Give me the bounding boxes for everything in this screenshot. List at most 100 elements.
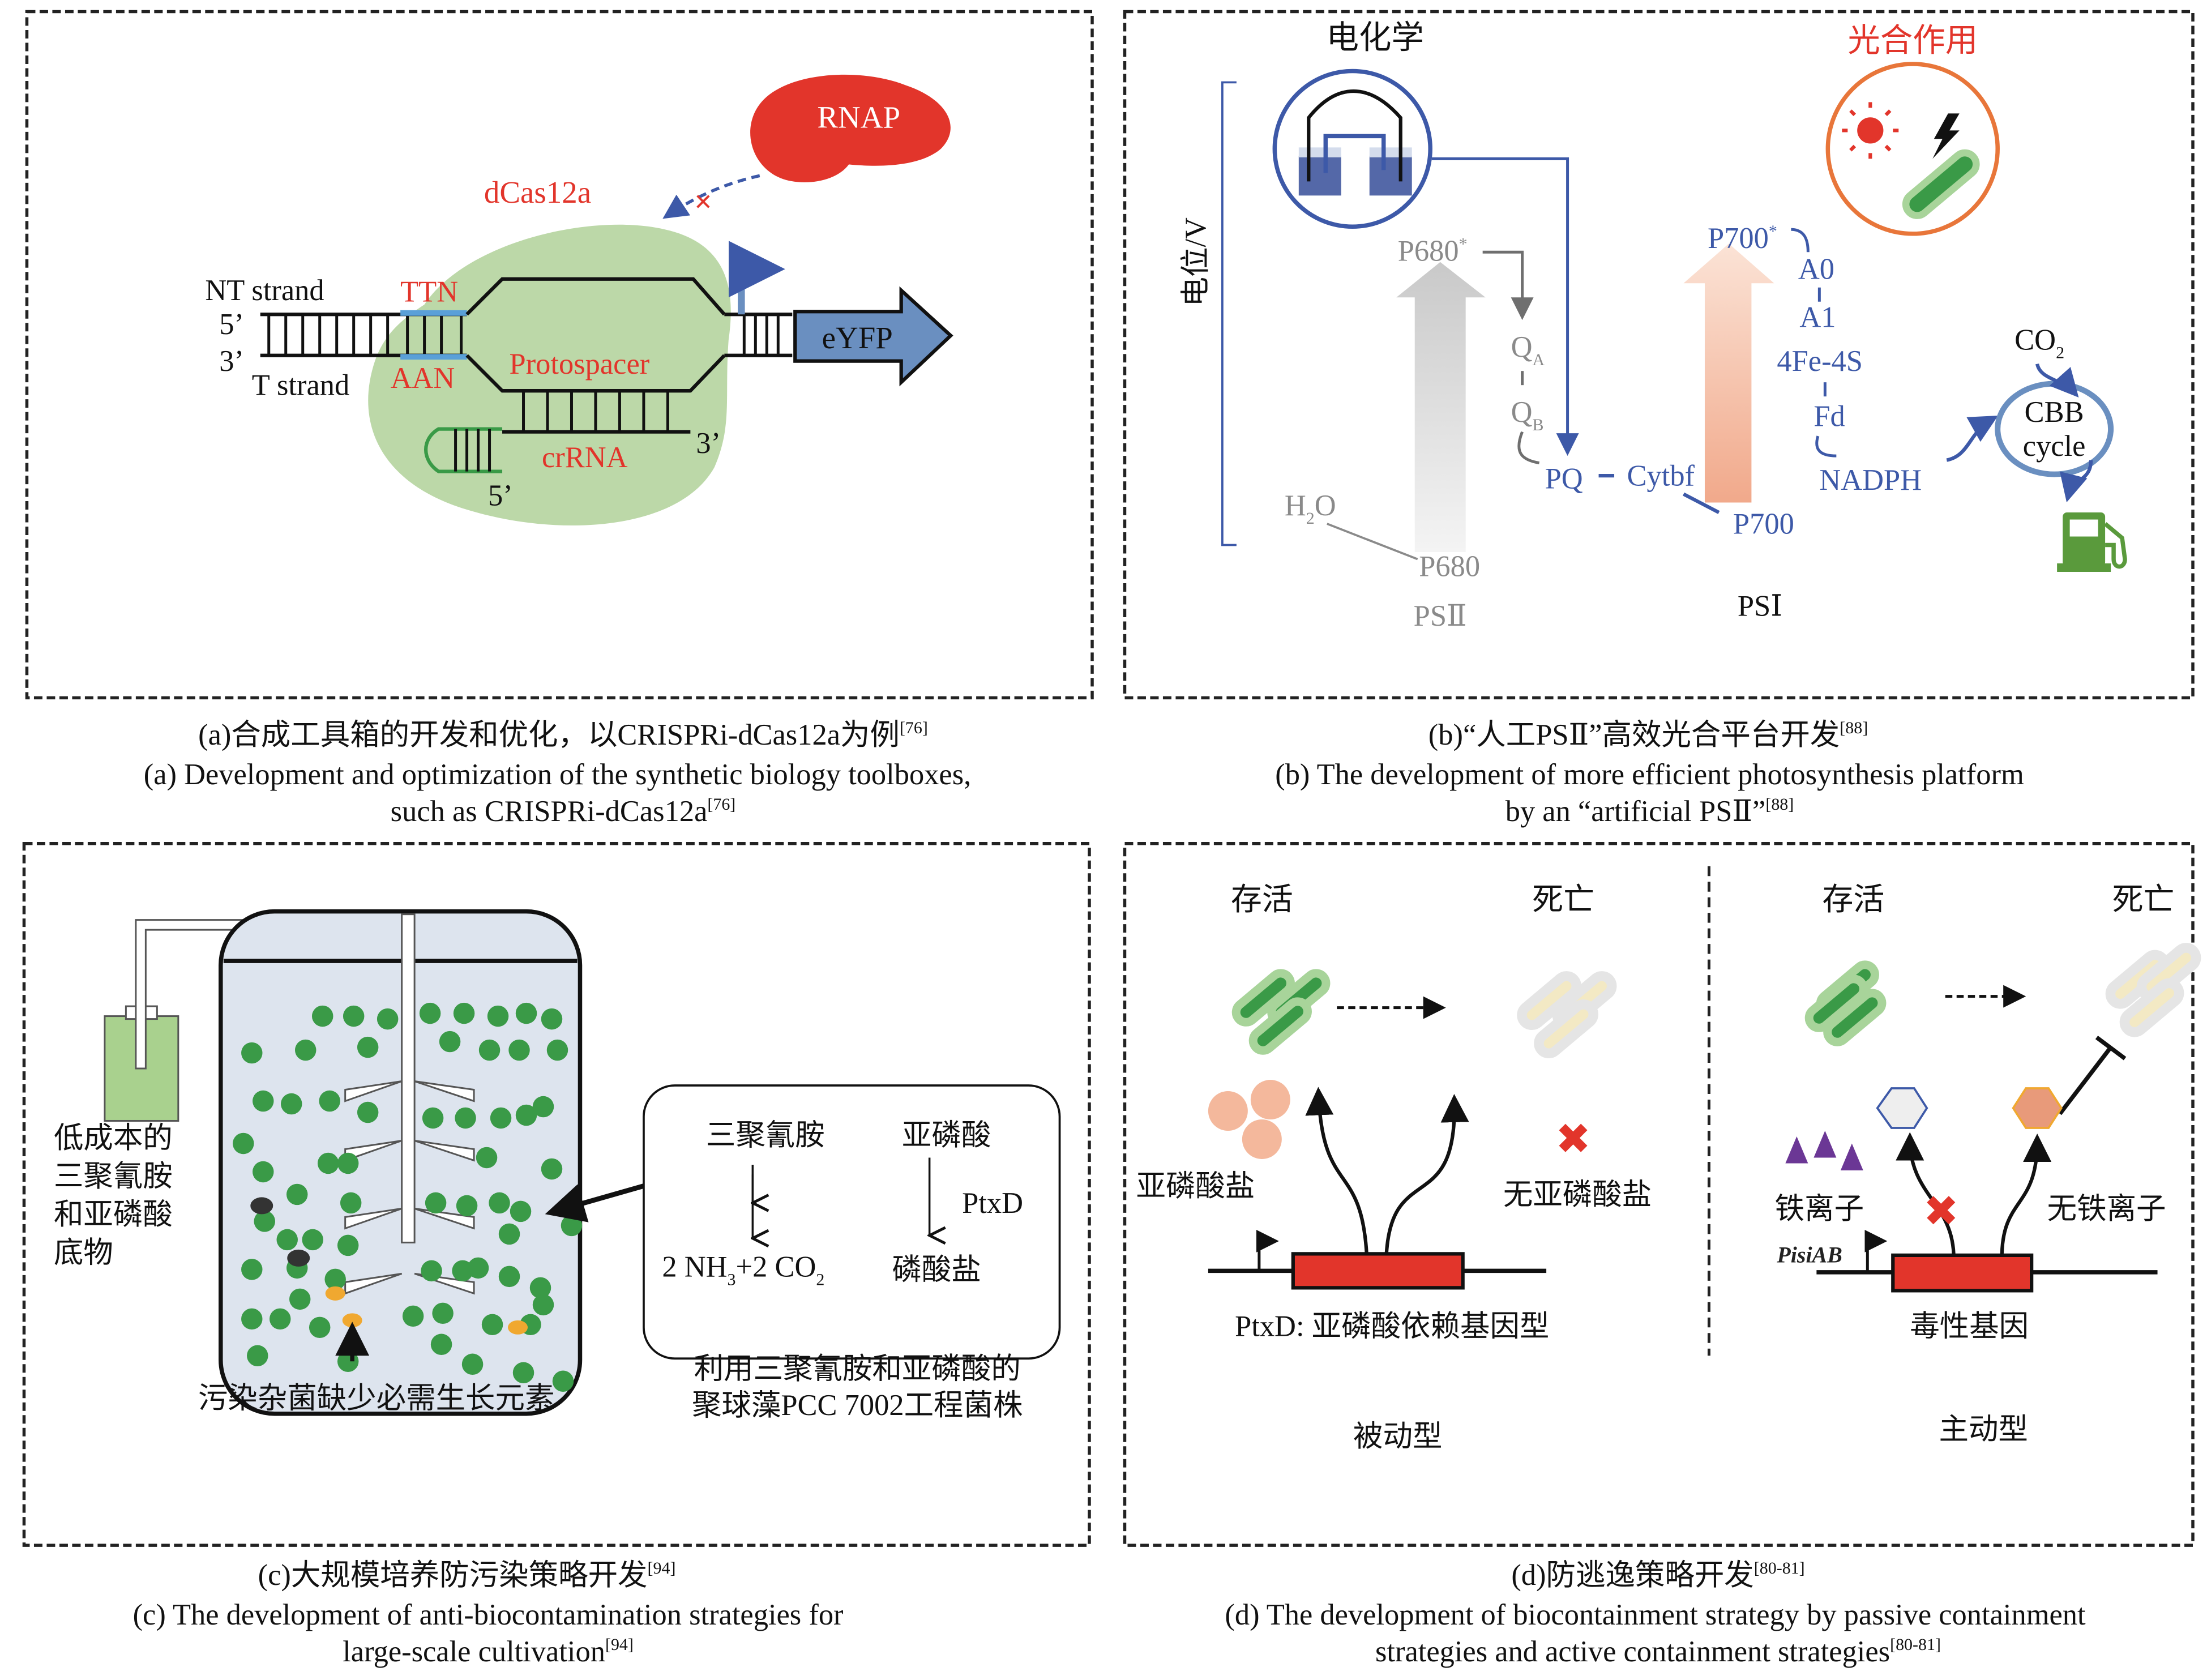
cyanobacterium-cell <box>421 1260 442 1282</box>
cyanobacterium-cell <box>302 1229 323 1251</box>
ps2-energy-arrow <box>1396 262 1486 553</box>
lightning-icon <box>1932 113 1960 159</box>
ptxd-gene-label: PtxD: 亚磷酸依赖基因型 <box>1235 1310 1549 1343</box>
ttn-label: TTN <box>400 276 458 309</box>
p700-label: P700 <box>1733 508 1794 541</box>
strain-label-1: 利用三聚氰胺和亚磷酸的 <box>694 1352 1021 1385</box>
cyanobacterium-cell <box>510 1200 532 1222</box>
cyanobacterium-cell <box>532 1096 554 1118</box>
caption-b-en-1: (b) The development of more efficient ph… <box>1275 758 2024 791</box>
panel-b: 电化学 光合作用 电位/V <box>1123 10 2195 700</box>
caption-b-en-2: by an “artificial PSⅡ”[88] <box>1505 795 1794 828</box>
cyanobacterium-cell <box>430 1333 452 1356</box>
caption-c: (c)大规模培养防污染策略开发[94] (c) The development … <box>133 1559 844 1668</box>
panel-d-border <box>1123 841 2195 1547</box>
living-cells-left <box>1231 969 1331 1055</box>
substrate-label-1: 低成本的 <box>54 1122 173 1155</box>
cyanobacterium-cell <box>337 1152 359 1174</box>
dead-cells-right <box>2105 943 2201 1037</box>
caption-b-zh: (b)“人工PSⅡ”高效光合平台开发[88] <box>1428 719 1868 751</box>
phosphite-molecules <box>1242 1119 1282 1159</box>
contaminant-cell <box>342 1313 362 1328</box>
caption-a-en-2: such as CRISPRi-dCas12a[76] <box>391 795 736 828</box>
no-phosphite-x-icon: ✖ <box>1555 1114 1591 1164</box>
phosphite-salt-label: 亚磷酸盐 <box>1136 1170 1255 1203</box>
crrna-three-prime: 3’ <box>696 427 721 460</box>
cyanobacteria-cells <box>233 1002 583 1392</box>
phosphate-label: 磷酸盐 <box>892 1253 981 1286</box>
substrate-label-2: 三聚氰胺 <box>54 1160 173 1192</box>
cyanobacterium-cell <box>529 1277 551 1299</box>
cyanobacterium-cell <box>280 1093 302 1115</box>
no-phosphite-label: 无亚磷酸盐 <box>1503 1178 1652 1211</box>
contaminant-cell <box>325 1286 345 1301</box>
cyanobacterium-cell <box>289 1288 311 1310</box>
caption-d: (d)防逃逸策略开发[80-81] (d) The development of… <box>1225 1559 2086 1668</box>
cyanobacterium-cell <box>439 1031 461 1053</box>
dcas12a-protein <box>368 224 731 525</box>
electrochem-electron-arrow <box>1431 157 1579 456</box>
potential-axis-bracket <box>1221 81 1237 546</box>
cyanobacterium-cell <box>425 1192 447 1214</box>
dna-rungs-left <box>267 314 463 356</box>
cbb-to-fuel-arrow <box>2060 460 2093 503</box>
strain-label-2: 聚球藻PCC 7002工程菌株 <box>692 1389 1023 1422</box>
cbb-label: CBB <box>2025 396 2084 429</box>
cyanobacterium-cell <box>515 1002 537 1024</box>
cyanobacterium-cell <box>515 1104 537 1126</box>
cyanobacterium-cell <box>241 1042 263 1064</box>
cyanobacterium-cell <box>453 1002 475 1024</box>
ps1-label: PSⅠ <box>1738 589 1782 622</box>
substrate-label-4: 底物 <box>54 1236 113 1269</box>
products-label: 2 NH3+2 CO2 <box>662 1250 824 1289</box>
ptxd-enzyme-label: PtxD <box>962 1187 1023 1220</box>
aan-label: AAN <box>391 362 455 395</box>
contaminant-cell <box>250 1197 273 1215</box>
cytbf-label: Cytbf <box>1627 460 1695 493</box>
blocked-binding-arrow <box>662 174 760 219</box>
panel-d: 存活 死亡 存活 死亡 亚磷酸盐 ✖ 无亚磷酸盐 PtxD: 亚磷酸依赖基因型 … <box>1123 841 2201 1547</box>
p680-label: P680 <box>1419 550 1480 583</box>
cyanobacterium-cell <box>337 1234 359 1256</box>
dead-cells-left <box>1517 971 1617 1059</box>
three-prime-label: 3’ <box>219 345 244 378</box>
melamine-label: 三聚氰胺 <box>706 1119 825 1152</box>
caption-b: (b)“人工PSⅡ”高效光合平台开发[88] (b) The developme… <box>1275 719 2024 828</box>
co2-label: CO2 <box>2014 324 2064 362</box>
electrochemical-cell-icon <box>1272 69 1432 229</box>
nt-strand-label: NT strand <box>205 274 324 307</box>
death-right-label: 死亡 <box>2112 882 2175 917</box>
caption-c-en-2: large-scale cultivation[94] <box>343 1635 634 1668</box>
cyanobacterium-cell <box>357 1101 379 1123</box>
qa-label: QA <box>1511 331 1545 369</box>
panel-a: RNAP ✕ dCas12a <box>25 10 1094 700</box>
living-cells-right <box>1804 960 1887 1046</box>
cyanobacterium-cell <box>498 1223 520 1245</box>
survive-left-label: 存活 <box>1231 882 1293 917</box>
bioreactor-vessel <box>219 909 583 1416</box>
cyanobacterium-cell <box>476 1147 498 1169</box>
iron-label: 铁离子 <box>1775 1192 1864 1225</box>
cyanobacterium-cell <box>512 1362 534 1384</box>
caption-c-zh: (c)大规模培养防污染策略开发[94] <box>258 1559 676 1592</box>
fuel-pump-icon <box>2057 512 2127 572</box>
dna-rungs-right <box>742 314 780 356</box>
metabolism-box <box>643 1084 1061 1360</box>
nadph-to-cbb-arrow <box>1946 415 1999 462</box>
pq-label: PQ <box>1545 463 1583 495</box>
cyanobacterium-cell <box>254 1211 276 1232</box>
co2-to-cbb-arrow <box>2035 363 2079 397</box>
cyanobacterium-cell <box>319 1090 340 1112</box>
strain-pointer <box>545 1183 645 1222</box>
contaminant-cell <box>287 1249 310 1267</box>
caption-a: (a)合成工具箱的开发和优化，以CRISPRi-dCas12a为例[76] (a… <box>144 719 972 828</box>
caption-a-zh: (a)合成工具箱的开发和优化，以CRISPRi-dCas12a为例[76] <box>198 719 928 751</box>
t-strand-label: T strand <box>252 369 349 402</box>
eyfp-gene-arrow <box>793 286 953 387</box>
p680-star-label: P680* <box>1398 234 1468 267</box>
cyanobacterium-cell <box>253 1090 274 1112</box>
a0-label: A0 <box>1798 253 1834 286</box>
cyanobacterium-cell <box>422 1107 444 1129</box>
death-left-label: 死亡 <box>1532 882 1594 917</box>
